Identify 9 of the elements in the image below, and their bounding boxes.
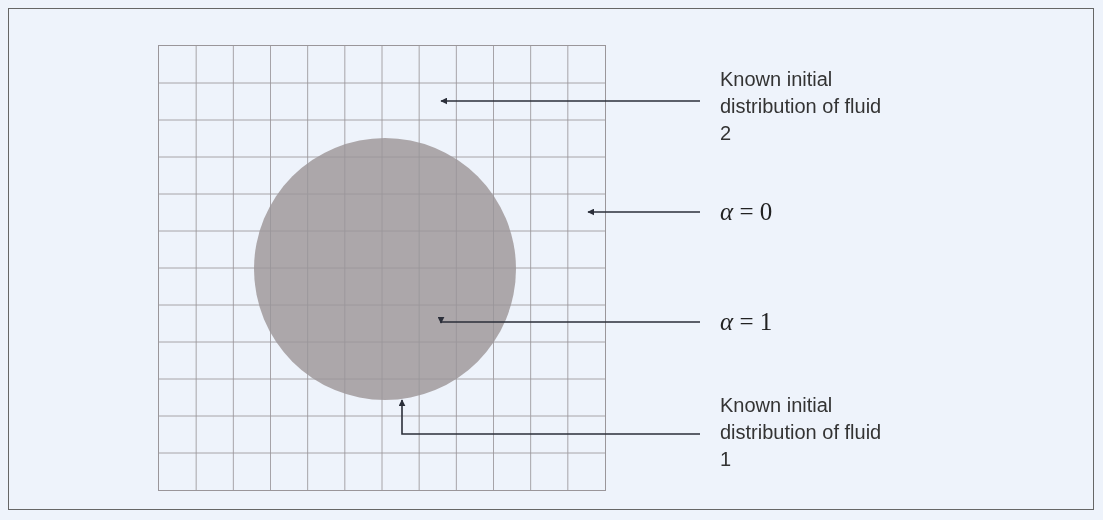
math-label: α = 1 — [720, 307, 774, 337]
mesh-grid — [158, 45, 606, 491]
callout-text: Known initial distribution of fluid 2 — [720, 67, 883, 146]
math-label: α = 0 — [720, 197, 774, 227]
leader-arrow — [437, 316, 701, 324]
callout-text: Known initial distribution of fluid 1 — [720, 393, 883, 472]
leader-arrow — [440, 97, 701, 105]
leader-arrow — [398, 399, 701, 435]
leader-arrow — [587, 208, 701, 216]
